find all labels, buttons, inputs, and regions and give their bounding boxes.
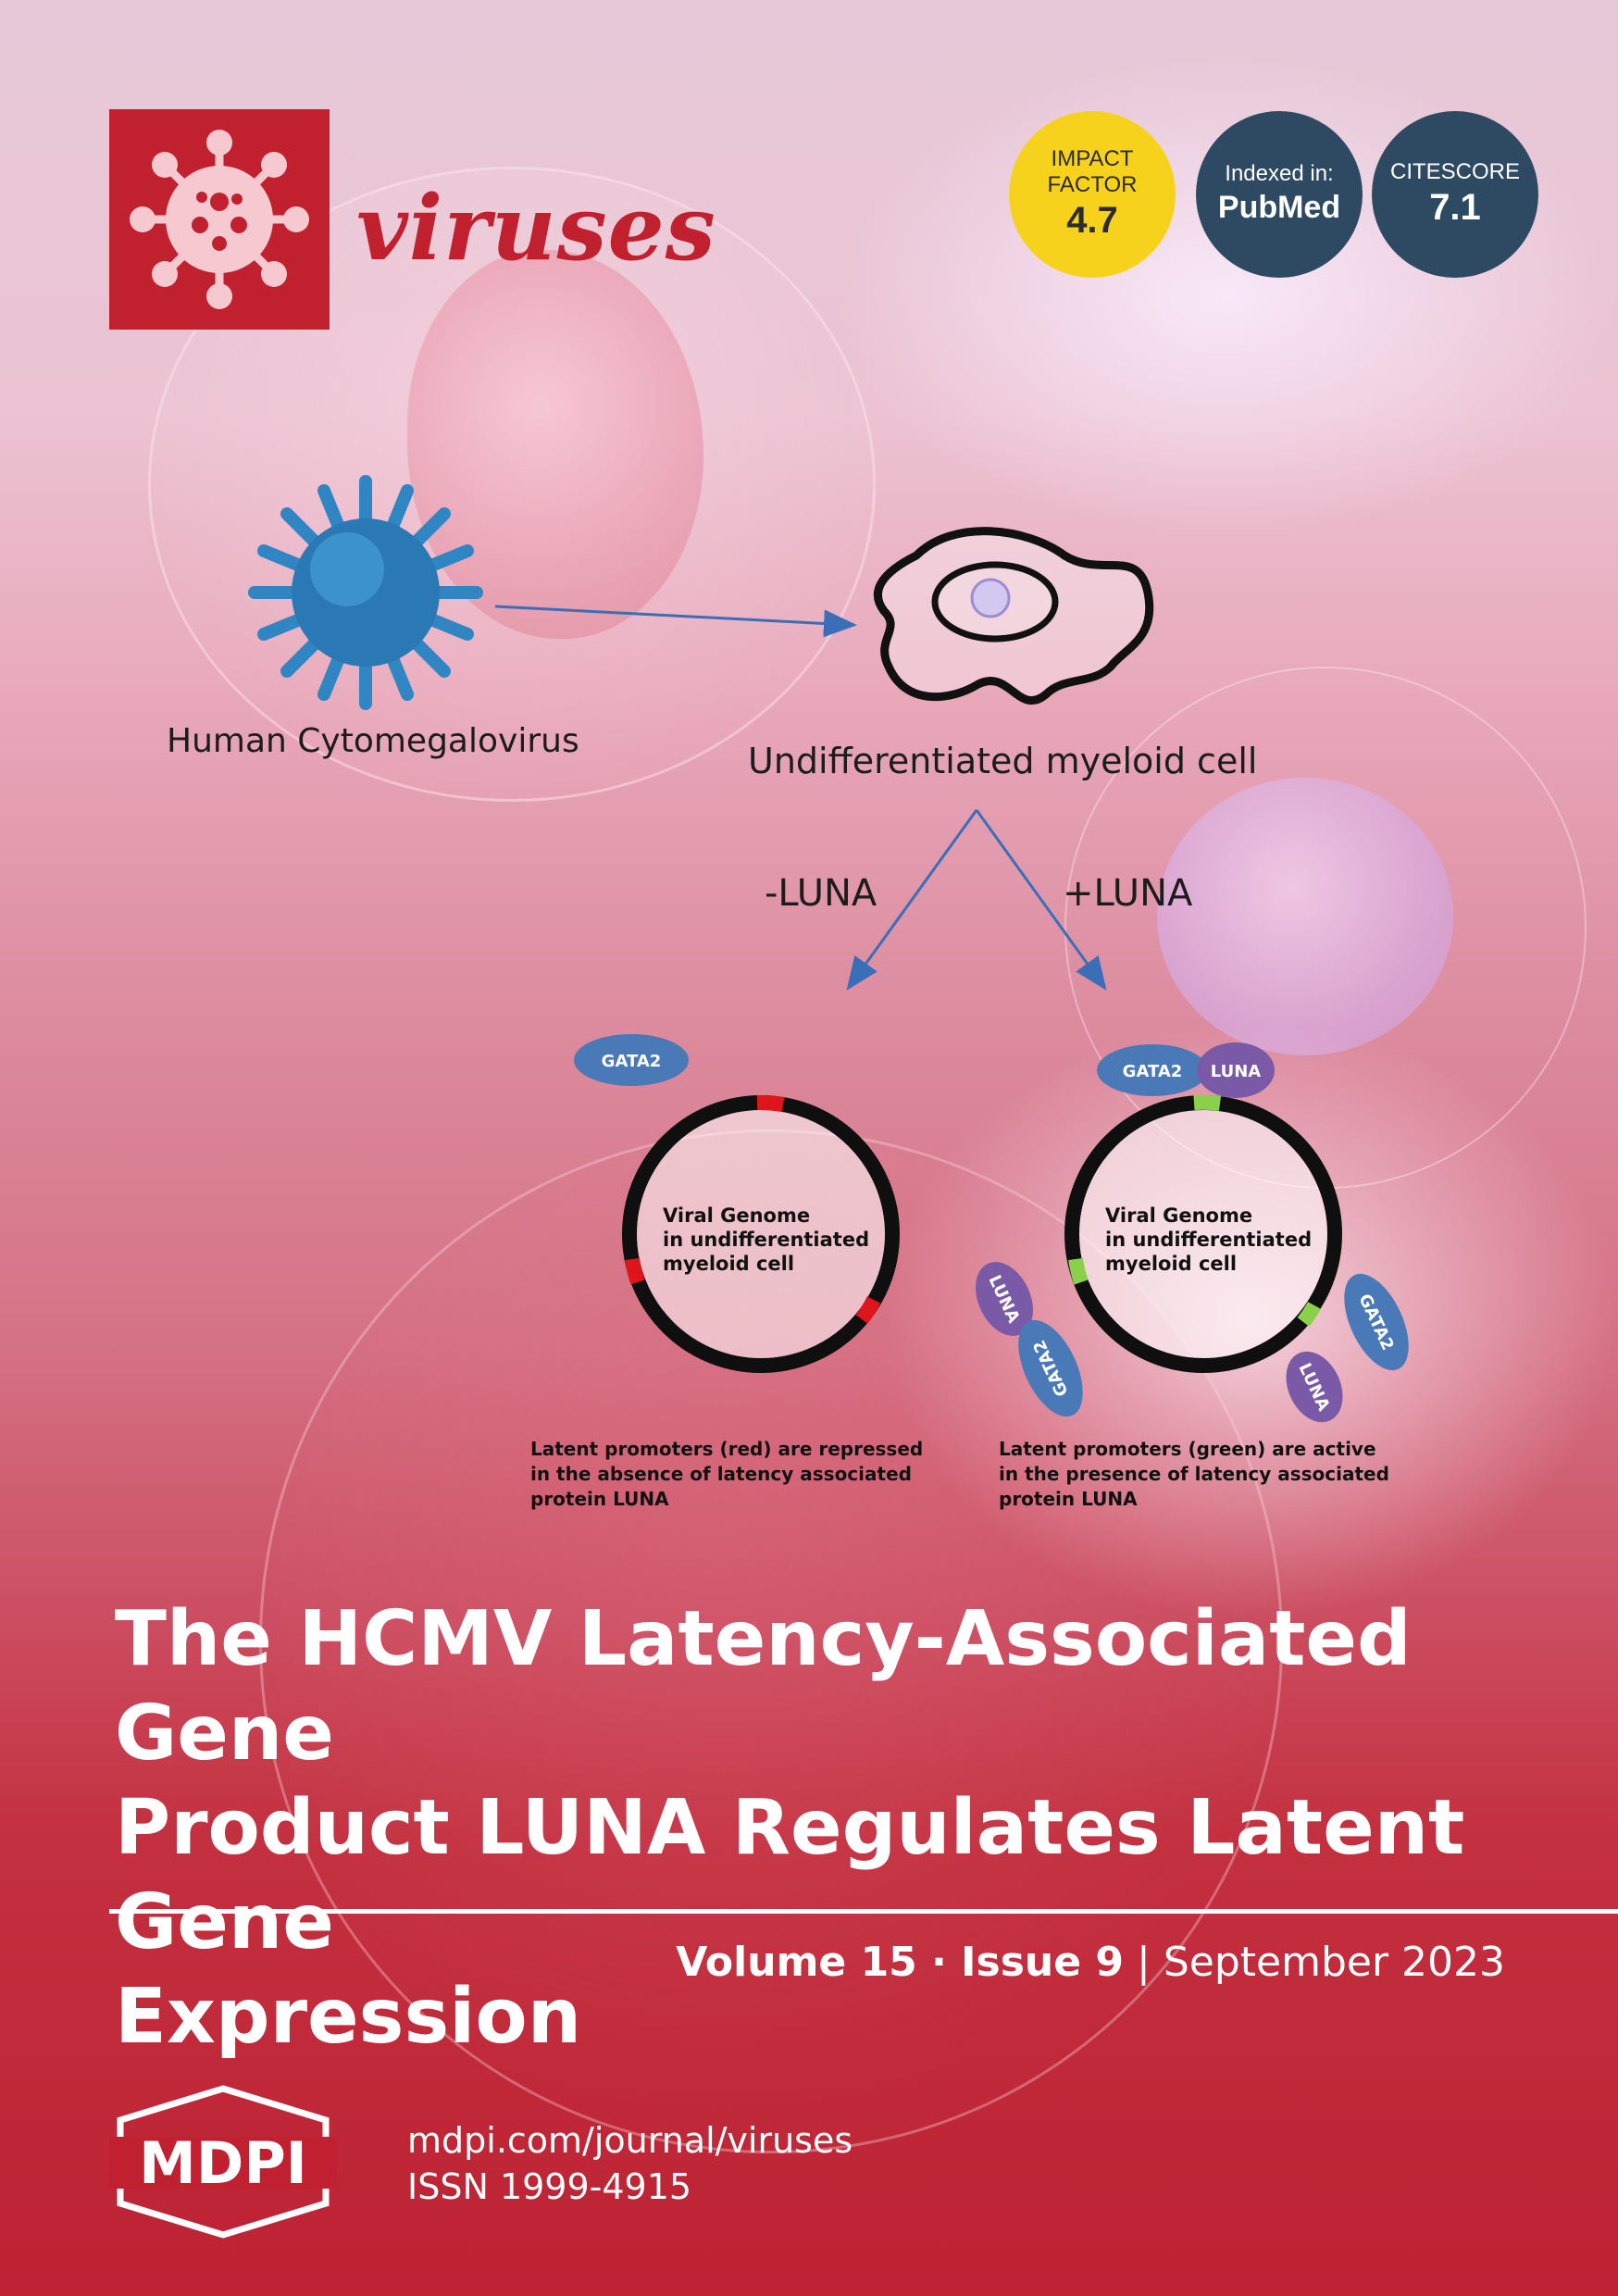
note-line: in the presence of latency associated	[999, 1463, 1389, 1485]
genome-line: Viral Genome	[663, 1204, 811, 1227]
genome-line: Viral Genome	[1105, 1204, 1253, 1227]
virus-label: Human Cytomegalovirus	[167, 722, 579, 760]
journal-name: viruses	[356, 176, 716, 281]
impact-factor-badge: IMPACT FACTOR 4.7	[1009, 111, 1176, 278]
hcmv-virus-icon	[248, 475, 483, 710]
gata2-protein-left-side	[1018, 1319, 1083, 1417]
note-active: Latent promoters (green) are active in t…	[999, 1437, 1406, 1512]
journal-logo	[109, 109, 330, 330]
volume: Volume 15	[676, 1939, 917, 1986]
gata2-label-right: GATA2	[1123, 1062, 1183, 1081]
background-nucleus	[407, 250, 703, 639]
note-line: Latent promoters (red) are repressed	[530, 1438, 924, 1460]
separator-dot: ·	[916, 1939, 962, 1986]
luna-protein-left-side	[976, 1262, 1033, 1336]
note-line: in the absence of latency associated	[530, 1463, 912, 1485]
pubmed-label: Indexed in:	[1225, 161, 1334, 186]
pubmed-badge: Indexed in: PubMed	[1196, 111, 1363, 278]
genome-text-left: Viral Genome in undifferentiated myeloid…	[663, 1204, 885, 1276]
mdpi-logo: MDPI	[109, 2085, 337, 2239]
note-line: protein LUNA	[530, 1488, 669, 1510]
gata2-label-left: GATA2	[602, 1052, 662, 1071]
plus-luna-label: +LUNA	[1063, 872, 1193, 915]
note-line: protein LUNA	[999, 1488, 1138, 1510]
gata2-protein-left	[574, 1034, 689, 1086]
issue-date: September 2023	[1163, 1939, 1505, 1986]
note-repressed: Latent promoters (red) are repressed in …	[530, 1437, 938, 1512]
title-line: The HCMV Latency-Associated Gene	[115, 1595, 1412, 1778]
genome-line: myeloid cell	[1105, 1253, 1238, 1275]
luna-protein-right-side	[1286, 1351, 1343, 1423]
title-divider	[109, 1909, 1618, 1914]
citescore-value: 7.1	[1429, 187, 1481, 228]
minus-luna-label: -LUNA	[765, 872, 877, 915]
cell-label: Undifferentiated myeloid cell	[748, 741, 1258, 781]
background-purple-cell	[1157, 778, 1453, 1055]
genome-line: in undifferentiated	[663, 1229, 870, 1251]
genome-text-right: Viral Genome in undifferentiated myeloid…	[1105, 1204, 1327, 1276]
separator-bar: |	[1124, 1939, 1164, 1986]
genome-circle-right	[1064, 1094, 1342, 1373]
title-line: Product LUNA Regulates Latent Gene	[115, 1784, 1465, 1966]
impact-label-2: FACTOR	[1047, 172, 1138, 197]
virus-logo-icon	[130, 130, 309, 309]
article-title: The HCMV Latency-Associated Gene Product…	[115, 1592, 1559, 2065]
journal-url[interactable]: mdpi.com/journal/viruses	[407, 2120, 853, 2161]
title-line: Expression	[115, 1973, 582, 2061]
impact-label-1: IMPACT	[1051, 146, 1134, 171]
myeloid-cell-icon	[873, 527, 1154, 705]
luna-label-right: LUNA	[1211, 1062, 1262, 1081]
luna-protein-right-top	[1197, 1042, 1275, 1098]
pubmed-value: PubMed	[1217, 190, 1341, 225]
mdpi-logo-text: MDPI	[139, 2129, 307, 2197]
impact-value: 4.7	[1066, 200, 1118, 241]
genome-circle-left	[622, 1094, 900, 1373]
gata2-protein-right-side	[1344, 1273, 1409, 1371]
gata2-protein-right-top	[1097, 1044, 1208, 1096]
genome-line: in undifferentiated	[1105, 1229, 1313, 1251]
citescore-badge: CITESCORE 7.1	[1372, 111, 1538, 278]
genome-line: myeloid cell	[663, 1253, 795, 1275]
note-line: Latent promoters (green) are active	[999, 1438, 1376, 1460]
citescore-label: CITESCORE	[1389, 159, 1520, 184]
issue-info: Volume 15 · Issue 9 | September 2023	[676, 1939, 1505, 1986]
issn: ISSN 1999-4915	[407, 2166, 692, 2207]
issue-number: Issue 9	[961, 1939, 1125, 1986]
